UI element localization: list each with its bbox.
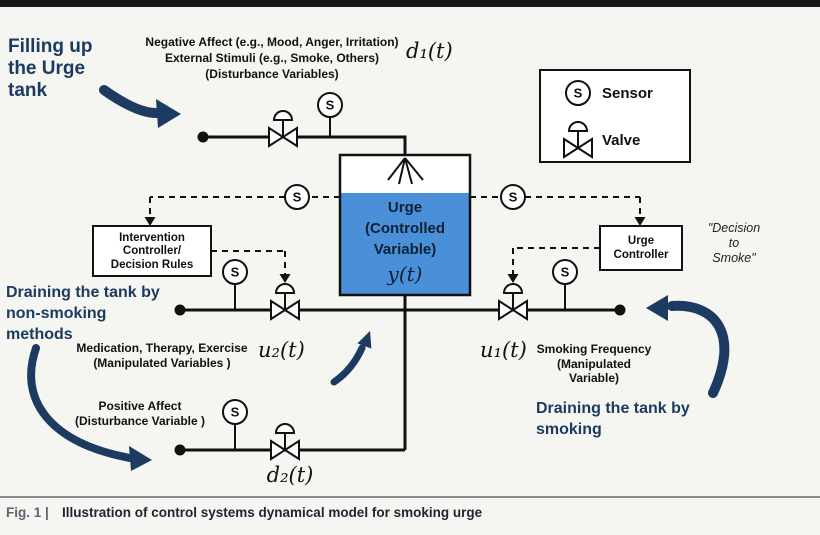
smoking-label-line1: Smoking Frequency: [537, 342, 652, 356]
filling-arrowhead: [156, 99, 181, 128]
inflow-labels: Negative Affect (e.g., Mood, Anger, Irri…: [145, 35, 452, 81]
smoking-anno-line2: smoking: [536, 421, 602, 438]
smoking-arrowhead: [646, 295, 668, 321]
smoking-anno-line1: Draining the tank by: [536, 400, 690, 417]
annotation-smoking: Draining the tank by smoking: [536, 295, 730, 438]
urge-controller-line1: Urge: [628, 235, 654, 247]
sensor-icon: S: [222, 259, 248, 310]
tank-border: [338, 153, 472, 297]
filling-arrow: [99, 85, 163, 119]
inflow-pipe: [203, 135, 407, 155]
filling-line3: tank: [8, 80, 48, 101]
tank-signal-label: y(t): [387, 262, 423, 286]
smoking-label-line2: (Manipulated: [557, 357, 631, 371]
positive-affect-line1: Positive Affect: [99, 399, 182, 413]
inflow-label-line1: Negative Affect (e.g., Mood, Anger, Irri…: [145, 35, 398, 49]
pipe-end-dot: [174, 304, 186, 316]
arrowhead: [144, 217, 156, 226]
pipe-end-dot: [614, 304, 626, 316]
sensor-icon: S: [317, 92, 343, 137]
arrowhead: [507, 274, 519, 283]
caption-text: Illustration of control systems dynamica…: [62, 505, 483, 520]
intervention-line3: Decision Rules: [111, 259, 193, 271]
filling-line2: the Urge: [8, 58, 85, 79]
legend-valve-label: Valve: [602, 132, 640, 149]
sensor-letter: S: [561, 265, 570, 280]
tank-liquid: [340, 193, 470, 295]
nonsmoking-arrowhead: [129, 446, 152, 471]
tank-label-line1: Urge: [388, 199, 422, 216]
smoking-label-line3: Variable): [569, 371, 619, 385]
nonsmoking-label-line2: (Manipulated Variables ): [93, 356, 230, 370]
decision-note-line1: "Decision: [708, 221, 760, 235]
urge-controller-line2: Controller: [614, 249, 669, 261]
valve-icon: [498, 283, 528, 320]
figure-caption: Fig. 1 | Illustration of control systems…: [0, 496, 820, 520]
intervention-controller-box: Intervention Controller/ Decision Rules: [92, 225, 212, 277]
top-border-bar: [0, 0, 820, 7]
u2-signal-label: u₂(t): [258, 338, 305, 362]
sensor-icon: S: [284, 184, 310, 210]
nonsmoking-label-line1: Medication, Therapy, Exercise: [76, 341, 248, 355]
urge-controller-box: Urge Controller: [599, 225, 683, 271]
arrowhead: [279, 274, 291, 283]
nonsmoking-small-arrow: [330, 344, 366, 386]
d1-signal-label: d₁(t): [406, 39, 453, 63]
inflow-label-line2: External Stimuli (e.g., Smoke, Others): [165, 51, 379, 65]
signal-lines: [144, 196, 646, 283]
valve-icon: [270, 283, 300, 320]
box-frame: [92, 225, 212, 277]
nonsmoking-anno-line3: methods: [6, 326, 73, 343]
tank-label-line2: (Controlled: [365, 220, 445, 237]
intervention-line1: Intervention: [119, 232, 185, 244]
nonsmoking-small-arrowhead: [357, 331, 372, 349]
nonsmoking-anno-line2: non-smoking: [6, 305, 106, 322]
inflow-label-line3: (Disturbance Variables): [205, 67, 338, 81]
sensor-letter: S: [231, 405, 240, 420]
u1-signal-label: u₁(t): [480, 338, 527, 362]
sensor-icon: S: [500, 184, 526, 210]
spray-icon: [387, 157, 424, 185]
sensor-letter: S: [231, 265, 240, 280]
intervention-line2: Controller/: [123, 245, 182, 257]
nonsmoking-flow-labels: Medication, Therapy, Exercise (Manipulat…: [76, 338, 304, 370]
annotation-nonsmoking: Draining the tank by non-smoking methods: [6, 284, 372, 471]
decision-note-line2: to: [729, 236, 739, 250]
legend-sensor-label: Sensor: [602, 85, 653, 102]
positive-affect-labels: Positive Affect (Disturbance Variable ) …: [75, 399, 313, 487]
nonsmoking-anno-line1: Draining the tank by: [6, 284, 160, 301]
legend-box: S Sensor Valve: [539, 69, 691, 163]
sensor-letter: S: [574, 86, 583, 101]
annotation-filling: Filling up the Urge tank: [8, 36, 181, 128]
sensor-letter: S: [509, 190, 518, 205]
filling-line1: Filling up: [8, 36, 92, 57]
decision-to-smoke-note: "Decision to Smoke": [708, 221, 760, 265]
valve-icon: [270, 423, 300, 460]
caption-label: Fig. 1 |: [6, 505, 49, 520]
sensor-icon: S: [552, 259, 578, 310]
pipe-end-dot: [174, 444, 186, 456]
sensor-letter: S: [293, 190, 302, 205]
valve-icon: [268, 110, 298, 147]
tank-label-line3: Variable): [374, 241, 437, 258]
sensor-icon: S: [222, 399, 248, 450]
d2-signal-label: d₂(t): [267, 463, 314, 487]
arrowhead: [634, 217, 646, 226]
sensor-letter: S: [326, 98, 335, 113]
urge-tank: Urge (Controlled Variable) y(t): [338, 153, 472, 297]
positive-affect-line2: (Disturbance Variable ): [75, 414, 205, 428]
decision-note-line3: Smoke": [712, 251, 756, 265]
smoking-arrow: [667, 300, 730, 398]
smoking-flow-labels: u₁(t) Smoking Frequency (Manipulated Var…: [480, 338, 652, 385]
box-frame: [599, 225, 683, 271]
sensor-icon: S: [565, 80, 591, 106]
pipe-end-dot: [197, 131, 209, 143]
nonsmoking-long-arrow: [27, 344, 134, 462]
